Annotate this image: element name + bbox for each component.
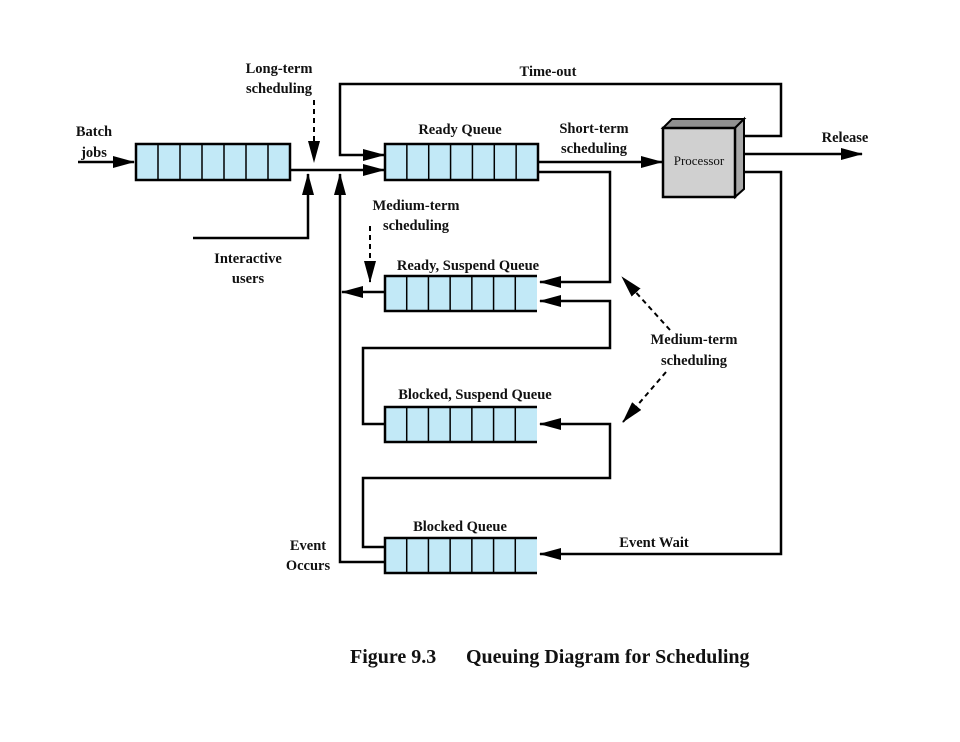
- processor-label: Processor: [674, 153, 725, 168]
- short-term-label-line1: Short-term: [559, 121, 628, 137]
- blocked-queue-label: Blocked Queue: [413, 519, 507, 535]
- ready-suspend-queue: [383, 274, 537, 313]
- ready-queue-label: Ready Queue: [418, 122, 502, 138]
- medium-term-right-up-arrow: [621, 276, 671, 331]
- batch-jobs-label-line2: jobs: [80, 145, 107, 161]
- blocked-suspend-queue-label: Blocked, Suspend Queue: [398, 387, 552, 403]
- processor-side-face: [734, 116, 745, 200]
- blocked-to-blocked-suspend-arrow: [361, 418, 612, 549]
- queue-background: [385, 276, 537, 311]
- event-wait-arrow: [539, 170, 783, 560]
- queue-background: [385, 407, 537, 442]
- medium-term-left-label-line1: Medium-term: [373, 198, 460, 214]
- ready-queue: [383, 142, 540, 182]
- time-out-arrow: [338, 82, 783, 161]
- queue-border: [134, 142, 292, 182]
- medium-term-left-label-line2: scheduling: [383, 218, 450, 234]
- release-label: Release: [822, 130, 869, 146]
- interactive-users-arrow: [193, 173, 314, 240]
- medium-term-right-down-arrow: [622, 371, 667, 423]
- queue-background: [385, 538, 537, 573]
- interactive-users-label-line1: Interactive: [214, 251, 282, 267]
- queue-border: [383, 274, 537, 313]
- time-out-label: Time-out: [520, 64, 577, 80]
- queue-border: [383, 142, 540, 182]
- event-occurs-label-line1: Event: [290, 538, 326, 554]
- processor-top-face: [660, 118, 747, 129]
- medium-term-right-label-line1: Medium-term: [651, 332, 738, 348]
- event-occurs-to-ready-arrow: [334, 173, 385, 564]
- blocked-suspend-queue: [383, 405, 537, 444]
- event-wait-label: Event Wait: [619, 535, 689, 551]
- queue-background: [136, 144, 290, 180]
- figure-caption-number: Figure 9.3: [350, 646, 436, 668]
- processor-front-face: [661, 126, 737, 199]
- queue-border: [383, 536, 537, 575]
- long-term-label-line2: scheduling: [246, 81, 313, 97]
- batch-jobs-label-line1: Batch: [76, 124, 112, 140]
- medium-term-right-label-line2: scheduling: [661, 353, 728, 369]
- ready-to-ready-suspend-arrow: [538, 170, 612, 288]
- figure-caption-title: Queuing Diagram for Scheduling: [466, 646, 750, 668]
- event-occurs-label-line2: Occurs: [286, 558, 331, 574]
- queue-background: [385, 144, 538, 180]
- blocked-suspend-to-ready-suspend-arrow: [361, 295, 612, 426]
- short-term-label-line2: scheduling: [561, 141, 628, 157]
- batch-queue: [134, 142, 292, 182]
- interactive-users-label-line2: users: [232, 271, 265, 287]
- blocked-queue: [383, 536, 537, 575]
- long-term-label-line1: Long-term: [246, 61, 313, 77]
- ready-suspend-queue-label: Ready, Suspend Queue: [397, 258, 540, 274]
- processor: Processor: [660, 116, 747, 200]
